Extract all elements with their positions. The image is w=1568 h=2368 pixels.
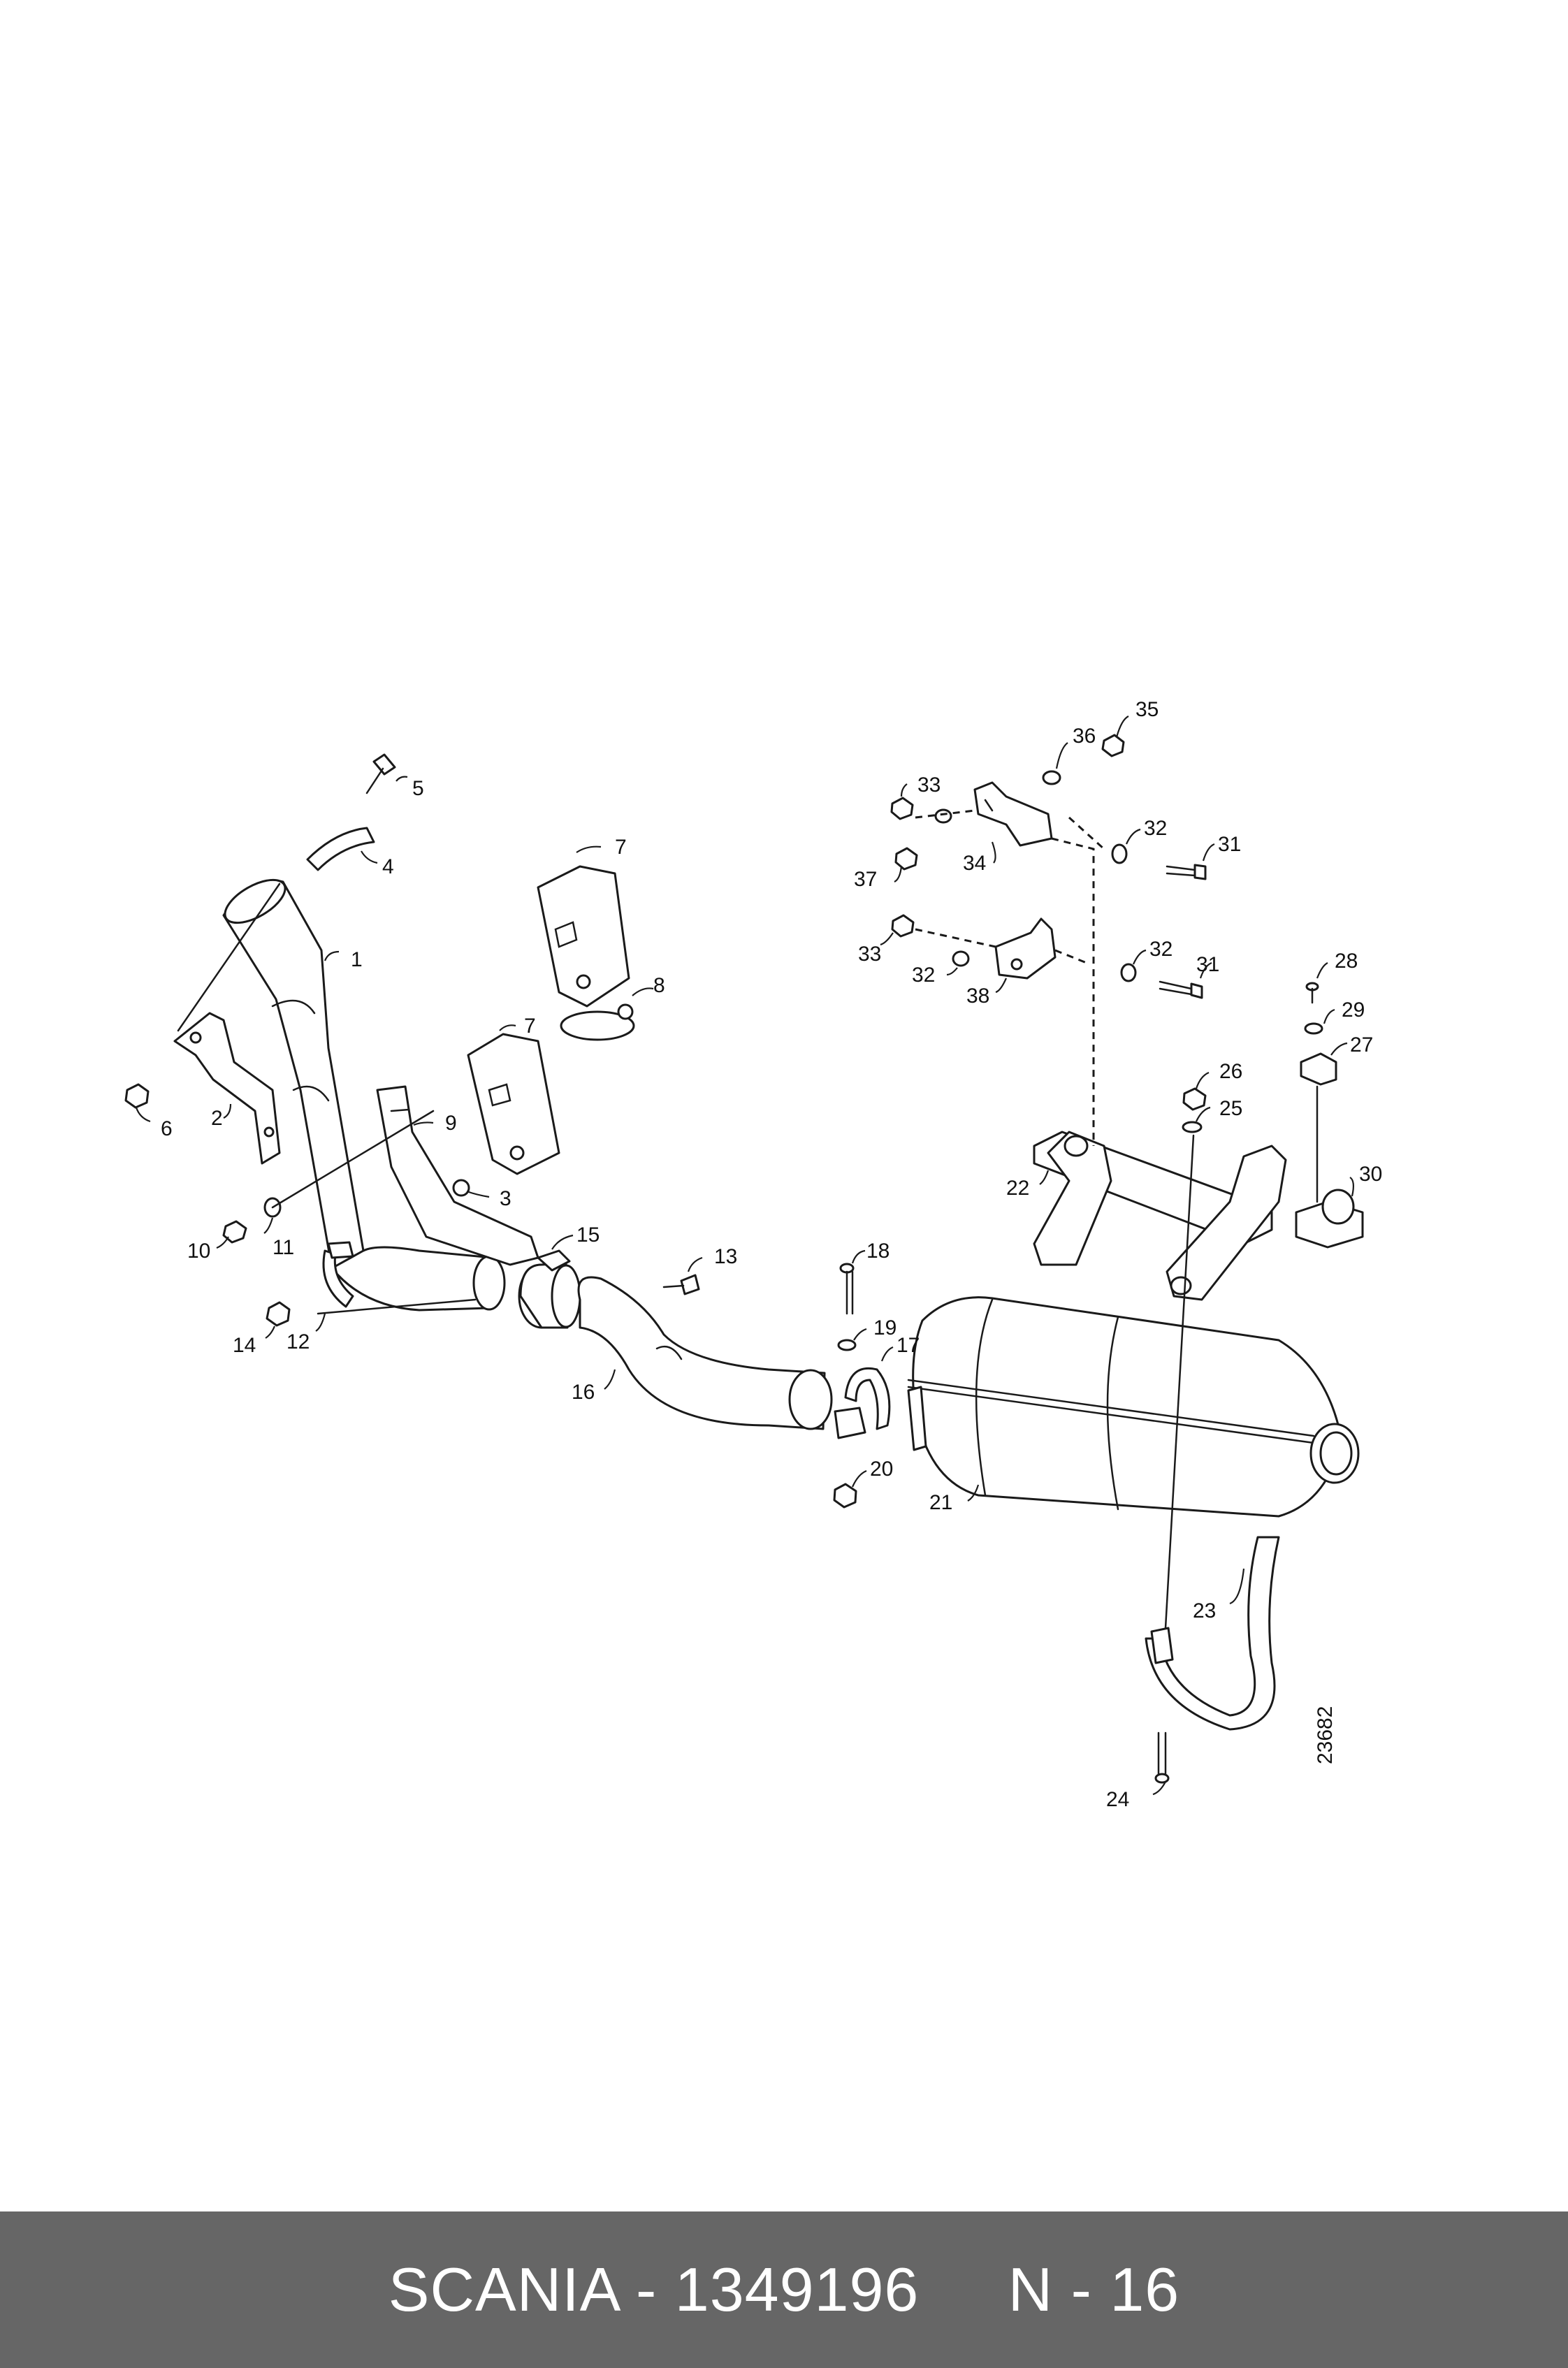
callout-10: 10: [187, 1240, 210, 1263]
callout-19: 19: [873, 1316, 896, 1339]
callout-34: 34: [963, 852, 986, 875]
part-31-bolt-lower: [1159, 980, 1203, 999]
part-7-heat-shield-upper: [537, 865, 630, 1008]
part-37-washer: [894, 808, 952, 871]
part-10-bolt: [222, 1220, 247, 1244]
part-32-washer-lower-b: [1120, 963, 1137, 982]
part-17-clamp: [834, 1367, 891, 1439]
callout-2: 2: [211, 1107, 223, 1130]
part-16-intermediate-pipe: [577, 1276, 833, 1430]
callout-1: 1: [351, 948, 363, 971]
callout-26: 26: [1219, 1060, 1242, 1083]
part-32-washer-upper: [1111, 843, 1128, 864]
callout-23: 23: [1193, 1599, 1216, 1622]
part-19-washer: [837, 1339, 857, 1351]
part-22-carrier: [1033, 1131, 1287, 1301]
part-31-bolt-upper: [1166, 864, 1207, 880]
callout-36: 36: [1073, 725, 1096, 748]
callout-18: 18: [866, 1240, 890, 1263]
callout-17: 17: [896, 1334, 920, 1357]
callout-37: 37: [854, 868, 877, 891]
part-30-mount: [1295, 1189, 1364, 1249]
callout-8: 8: [653, 974, 665, 997]
callout-20: 20: [870, 1458, 893, 1481]
callout-6: 6: [161, 1117, 173, 1140]
part-29-washer: [1304, 1022, 1323, 1035]
callout-9: 9: [445, 1112, 457, 1135]
part-33-nut-lower: [891, 914, 915, 938]
callout-24: 24: [1106, 1788, 1129, 1811]
part-6-nut: [124, 1083, 150, 1109]
callout-33-upper: 33: [917, 773, 941, 797]
callout-38: 38: [966, 985, 989, 1008]
part-26-nut: [1182, 1087, 1207, 1111]
part-20-nut: [833, 1483, 857, 1509]
callout-4: 4: [382, 855, 394, 878]
part-38-bracket: [994, 917, 1057, 980]
part-21-silencer: [907, 1296, 1360, 1518]
callout-7-upper: 7: [615, 836, 627, 859]
callout-29: 29: [1342, 998, 1365, 1022]
callout-32-upper: 32: [1144, 817, 1167, 840]
callout-7-lower: 7: [524, 1015, 536, 1038]
part-27-clip: [1300, 1052, 1337, 1086]
part-15-sleeve: [518, 1249, 581, 1329]
part-8-hose-clamp: [560, 1003, 635, 1041]
callout-30: 30: [1359, 1163, 1382, 1186]
part-34-bracket: [973, 781, 1053, 847]
part-7-heat-shield-lower: [467, 1033, 560, 1175]
part-24-bolt: [1154, 1731, 1170, 1784]
part-32-washer-lower-a: [952, 950, 970, 967]
callout-31-upper: 31: [1218, 833, 1241, 856]
callout-12: 12: [286, 1330, 310, 1353]
part-1-downpipe: [222, 878, 506, 1312]
callout-25: 25: [1219, 1097, 1242, 1120]
callout-22: 22: [1006, 1177, 1029, 1200]
part-12-clamp: [322, 1241, 354, 1308]
part-18-bolt: [839, 1263, 855, 1315]
callout-11: 11: [273, 1236, 294, 1259]
part-28-bolt: [1305, 982, 1319, 1004]
callout-16: 16: [572, 1381, 595, 1404]
callout-15: 15: [576, 1223, 600, 1247]
drawing-reference-number: 23682: [1314, 1706, 1337, 1764]
callouts: 5 4 1 2 6 7 8 7 9 3 10 11 15 13 12 14 16: [135, 698, 1382, 1811]
part-3-bolt: [452, 1179, 470, 1197]
part-number-label: SCANIA - 1349196 N - 16: [388, 2255, 1180, 2324]
part-36-washer: [1042, 770, 1061, 785]
part-9-support-bracket: [376, 1085, 539, 1266]
part-35-bolt: [1101, 734, 1125, 757]
callout-28: 28: [1335, 950, 1358, 973]
part-5-bolt: [365, 753, 396, 794]
callout-32-lower-b: 32: [1149, 938, 1173, 961]
part-2-bracket: [173, 1012, 281, 1165]
callout-3: 3: [500, 1187, 511, 1210]
callout-33-lower: 33: [858, 943, 881, 966]
callout-27: 27: [1350, 1033, 1373, 1056]
part-23-strap: [1145, 1536, 1280, 1731]
callout-13: 13: [714, 1245, 737, 1268]
part-33-nut-upper: [890, 797, 914, 820]
footer-bar: SCANIA - 1349196 N - 16: [0, 2211, 1568, 2368]
part-4-clamp: [306, 827, 375, 871]
callout-21: 21: [929, 1491, 952, 1514]
callout-32-lower-a: 32: [912, 964, 935, 987]
callout-31-lower: 31: [1196, 953, 1219, 976]
part-13-bolt: [662, 1274, 700, 1295]
part-14-nut: [266, 1301, 291, 1327]
exhaust-system-exploded-diagram: 5 4 1 2 6 7 8 7 9 3 10 11 15 13 12 14 16: [124, 698, 1382, 1811]
callout-14: 14: [233, 1334, 256, 1357]
callout-35: 35: [1135, 698, 1159, 721]
callout-5: 5: [412, 777, 424, 800]
part-25-washer: [1182, 1121, 1203, 1133]
